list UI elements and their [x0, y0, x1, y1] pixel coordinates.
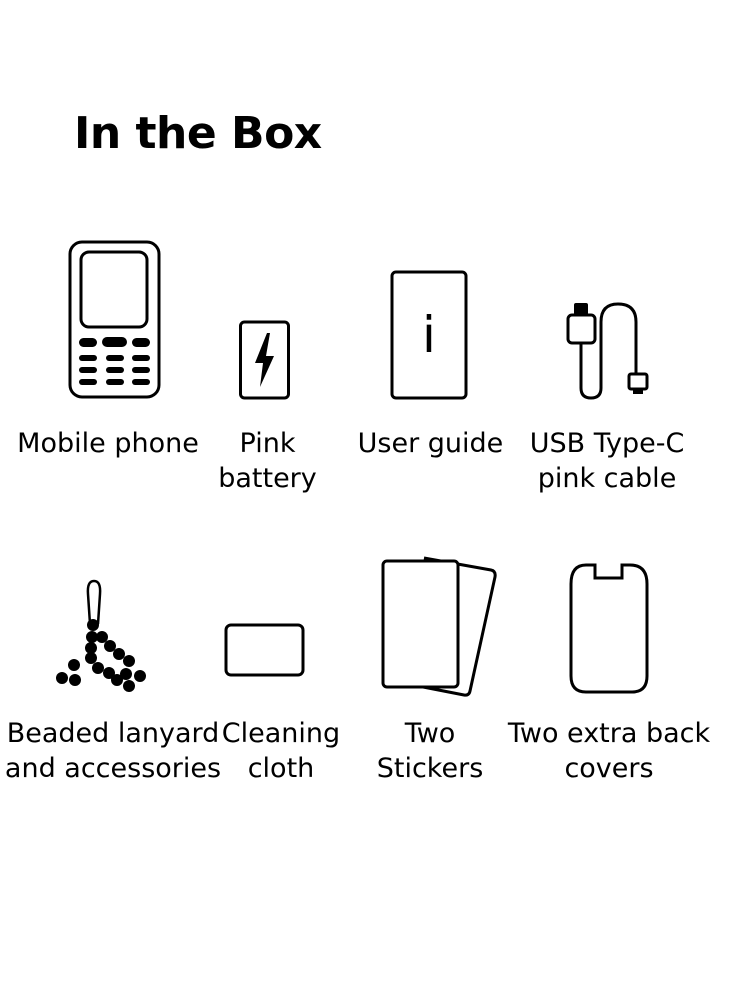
stickers-icon — [381, 556, 497, 697]
item-label-mobile-phone: Mobile phone — [17, 428, 199, 459]
user-guide-icon-glyph: i — [422, 306, 436, 364]
back-cover-icon — [569, 563, 649, 694]
item-label-user-guide: User guide — [357, 428, 504, 459]
battery-icon — [239, 320, 290, 400]
cleaning-cloth-icon — [224, 623, 305, 677]
page-title: In the Box — [74, 108, 322, 159]
lanyard-icon — [56, 579, 146, 692]
mobile-phone-icon — [68, 240, 161, 399]
user-guide-icon — [390, 270, 468, 400]
usb-cable-icon — [566, 302, 649, 400]
